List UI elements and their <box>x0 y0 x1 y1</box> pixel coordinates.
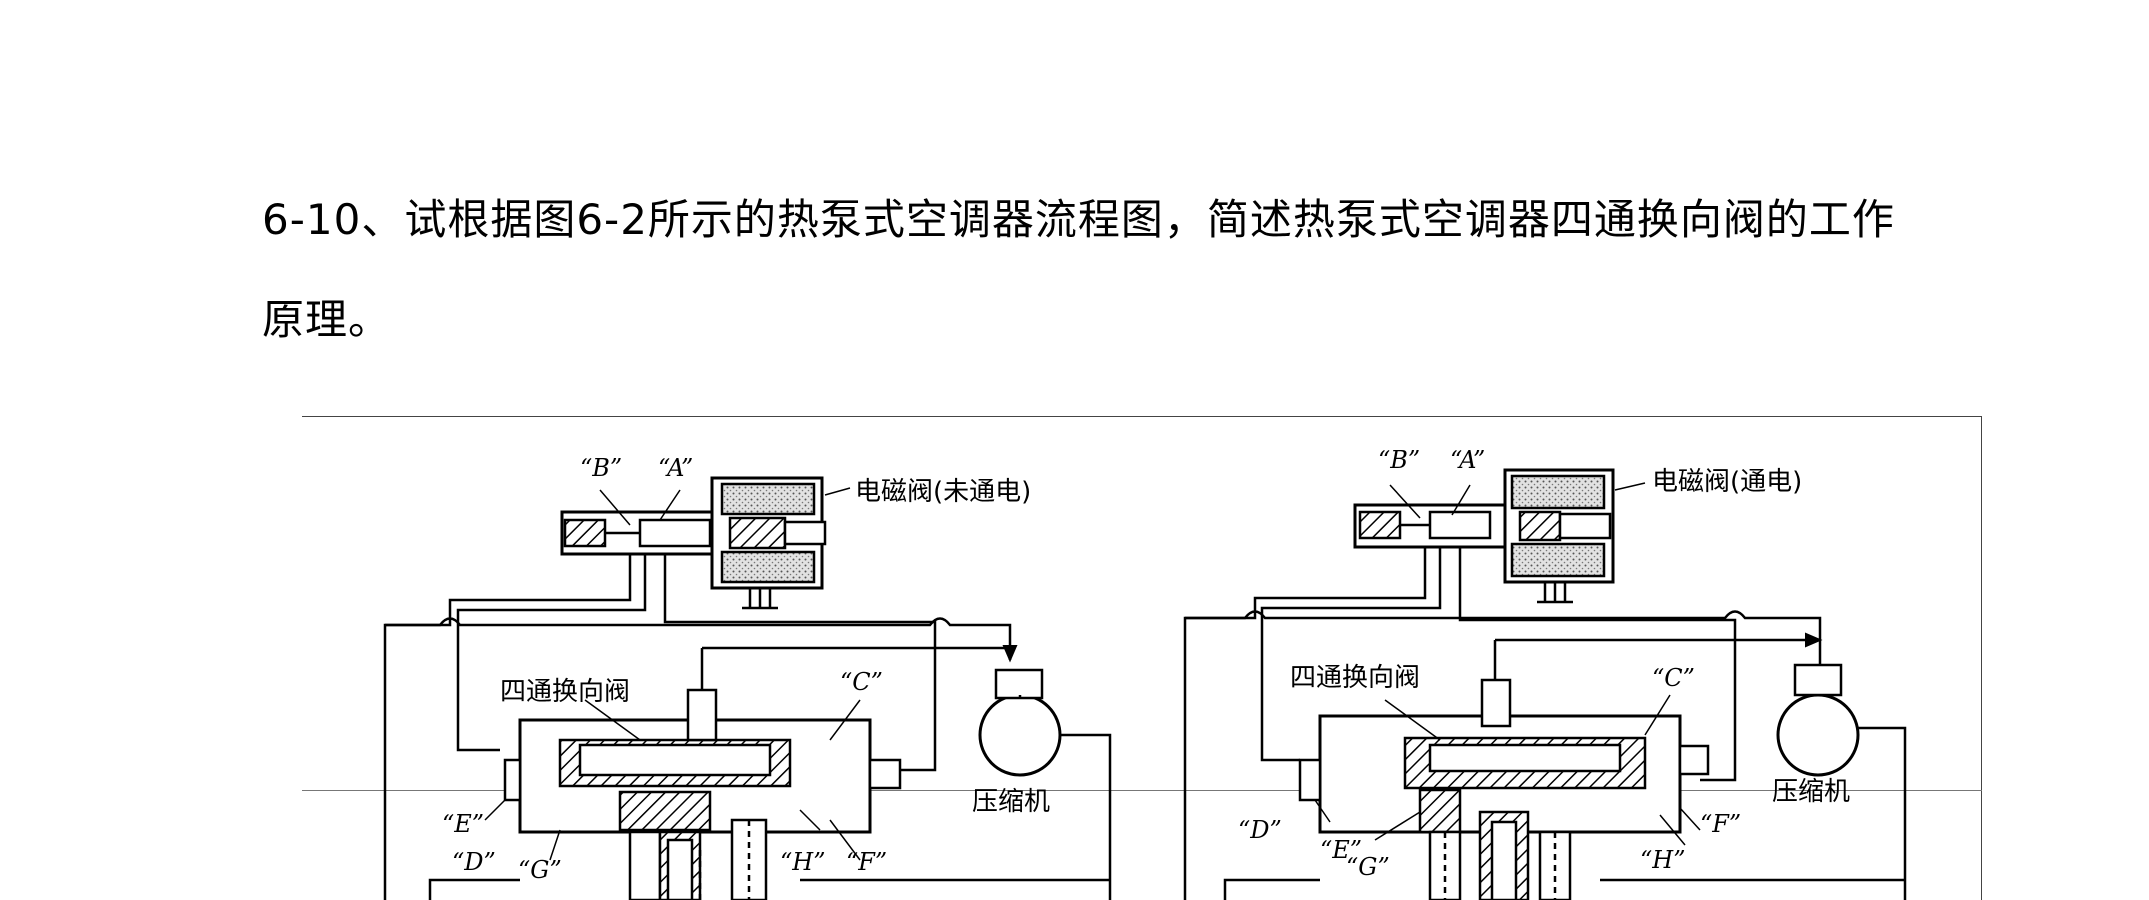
question-line-1: 6-10、试根据图6-2所示的热泵式空调器流程图，简述热泵式空调器四通换向阀的工… <box>262 195 1895 244</box>
right-label-H: “H” <box>1640 846 1685 874</box>
right-label-D: “D” <box>1238 816 1282 844</box>
left-compressor-label: 压缩机 <box>972 787 1050 817</box>
left-solenoid-label: 电磁阀(未通电) <box>855 477 1031 507</box>
right-label-C: “C” <box>1652 664 1695 692</box>
right-label-B: “B” <box>1378 446 1420 474</box>
right-compressor-label: 压缩机 <box>1772 777 1850 807</box>
figure-divider-line <box>302 790 1982 791</box>
left-label-F: “F” <box>846 848 887 876</box>
right-solenoid-label: 电磁阀(通电) <box>1652 467 1802 497</box>
right-panel <box>1183 468 1907 900</box>
right-valve-name: 四通换向阀 <box>1290 663 1420 693</box>
left-label-D: “D” <box>452 848 496 876</box>
right-label-F: “F” <box>1700 810 1741 838</box>
left-label-G: “G” <box>518 856 562 884</box>
left-label-E: “E” <box>442 810 484 838</box>
left-label-H: “H” <box>780 848 825 876</box>
figure-frame <box>302 416 1982 900</box>
left-valve-name: 四通换向阀 <box>500 677 630 707</box>
right-label-A: “A” <box>1450 446 1485 474</box>
left-label-C: “C” <box>840 668 883 696</box>
right-label-G: “G” <box>1346 853 1390 881</box>
right-label-E: “E” <box>1320 836 1362 864</box>
left-panel <box>383 476 1112 900</box>
question-line-2: 原理。 <box>262 295 392 344</box>
left-label-A: “A” <box>658 454 693 482</box>
left-label-B: “B” <box>580 454 622 482</box>
question-text: 6-10、试根据图6-2所示的热泵式空调器流程图，简述热泵式空调器四通换向阀的工… <box>262 170 1982 370</box>
